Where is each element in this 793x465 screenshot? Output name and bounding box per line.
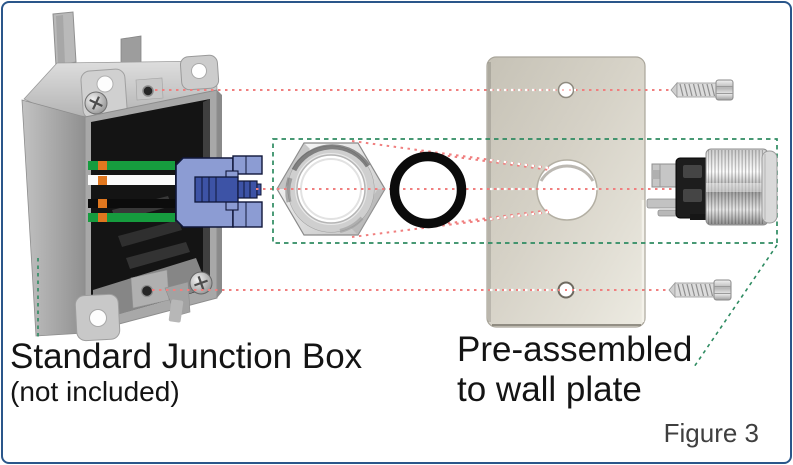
o-ring-illustration — [389, 151, 467, 229]
wires — [88, 161, 175, 222]
mounting-screw-top-illustration — [670, 79, 734, 101]
wall-plate-illustration — [486, 56, 646, 328]
mounting-screw-bottom-illustration — [668, 279, 732, 301]
junction-box-illustration — [21, 11, 222, 342]
preassembled-label-line2: to wall plate — [457, 370, 642, 409]
preassembled-label-line1: Pre-assembled — [457, 330, 693, 369]
junction-box-note: (not included) — [10, 376, 180, 407]
figure-caption: Figure 3 — [663, 418, 759, 448]
hex-nut-illustration — [276, 142, 386, 236]
wire-clips — [98, 161, 107, 222]
push-button-switch-illustration — [646, 148, 778, 226]
preassembled-label: Pre-assembled to wall plate — [457, 330, 692, 410]
alignment-lines-on-plate — [489, 88, 598, 292]
junction-box-label: Standard Junction Box — [10, 337, 363, 376]
wire-connector-illustration — [175, 155, 263, 228]
